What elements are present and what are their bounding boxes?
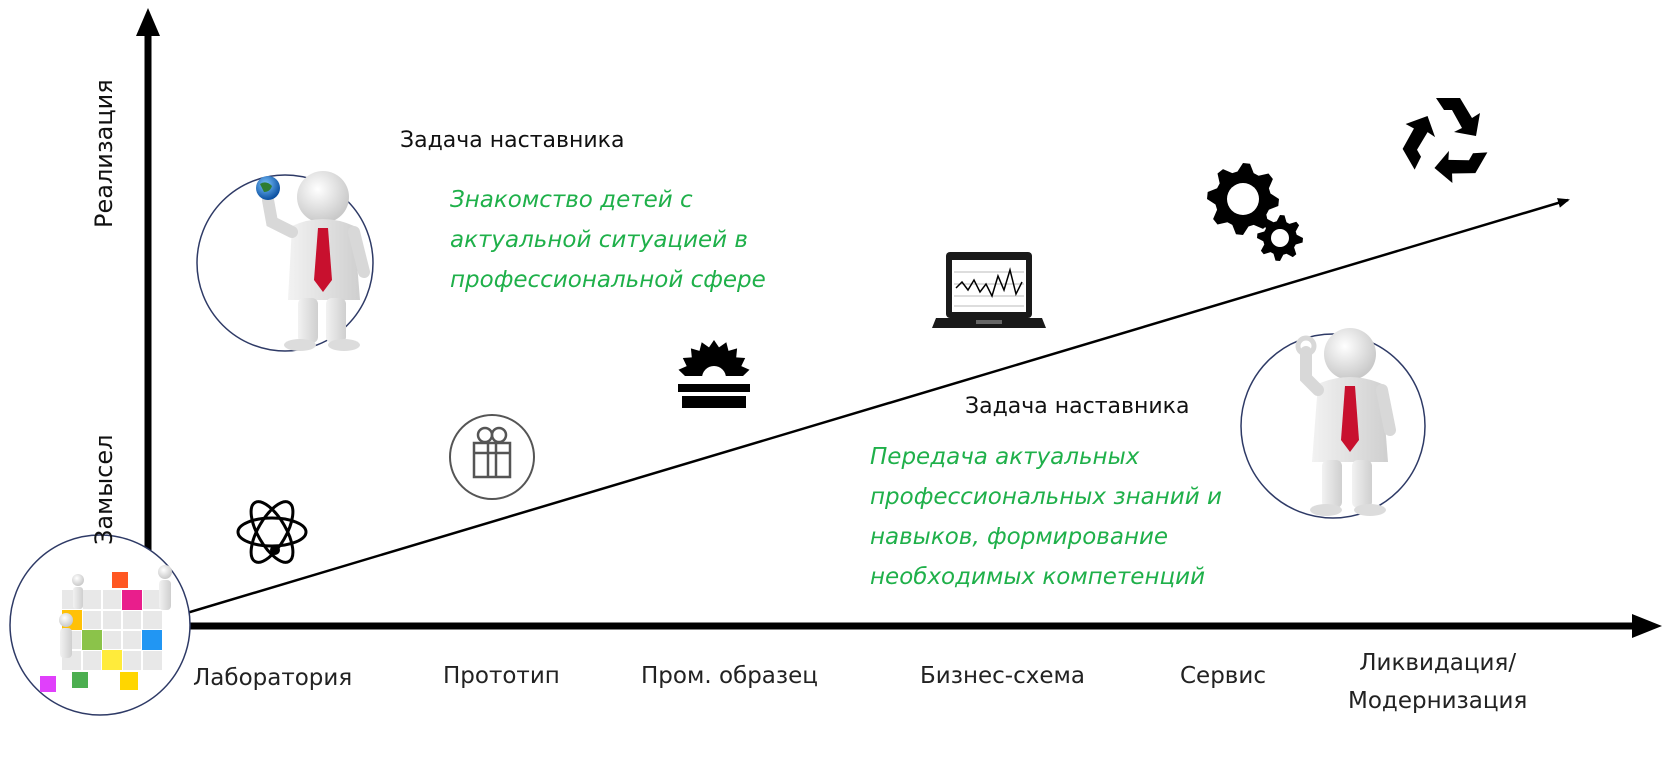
task-title-top: Задача наставника [400,128,625,153]
task-description-top: Знакомство детей с актуальной ситуацией … [450,187,766,293]
task-description-bottom: Передача актуальных профессиональных зна… [870,444,1222,590]
gears-icon [1207,163,1303,261]
stage-label-service: Сервис [1180,663,1266,689]
gift-icon [449,414,535,500]
y-axis-label-bottom: Замысел [90,434,118,545]
stage-label-prototype: Прототип [443,663,560,689]
laptop-chart-icon [932,252,1046,328]
atom-icon [236,500,308,564]
mentor-globe-illustration [196,171,374,352]
recycle-icon [1402,98,1488,183]
stage-label-liquidation: Ликвидация/ Модернизация [1348,650,1528,714]
mentor-ok-illustration [1240,328,1426,519]
x-axis [146,614,1662,638]
stage-label-business-scheme: Бизнес-схема [920,663,1085,689]
task-title-bottom: Задача наставника [965,394,1190,419]
stage-label-industrial-sample: Пром. образец [641,663,818,689]
cube-team-illustration [9,534,191,716]
y-axis-label-top: Реализация [90,79,118,228]
y-axis [136,8,160,628]
saw-blade-icon [678,340,750,408]
stage-label-laboratory: Лаборатория [193,665,353,691]
trend-arrow [149,198,1570,626]
